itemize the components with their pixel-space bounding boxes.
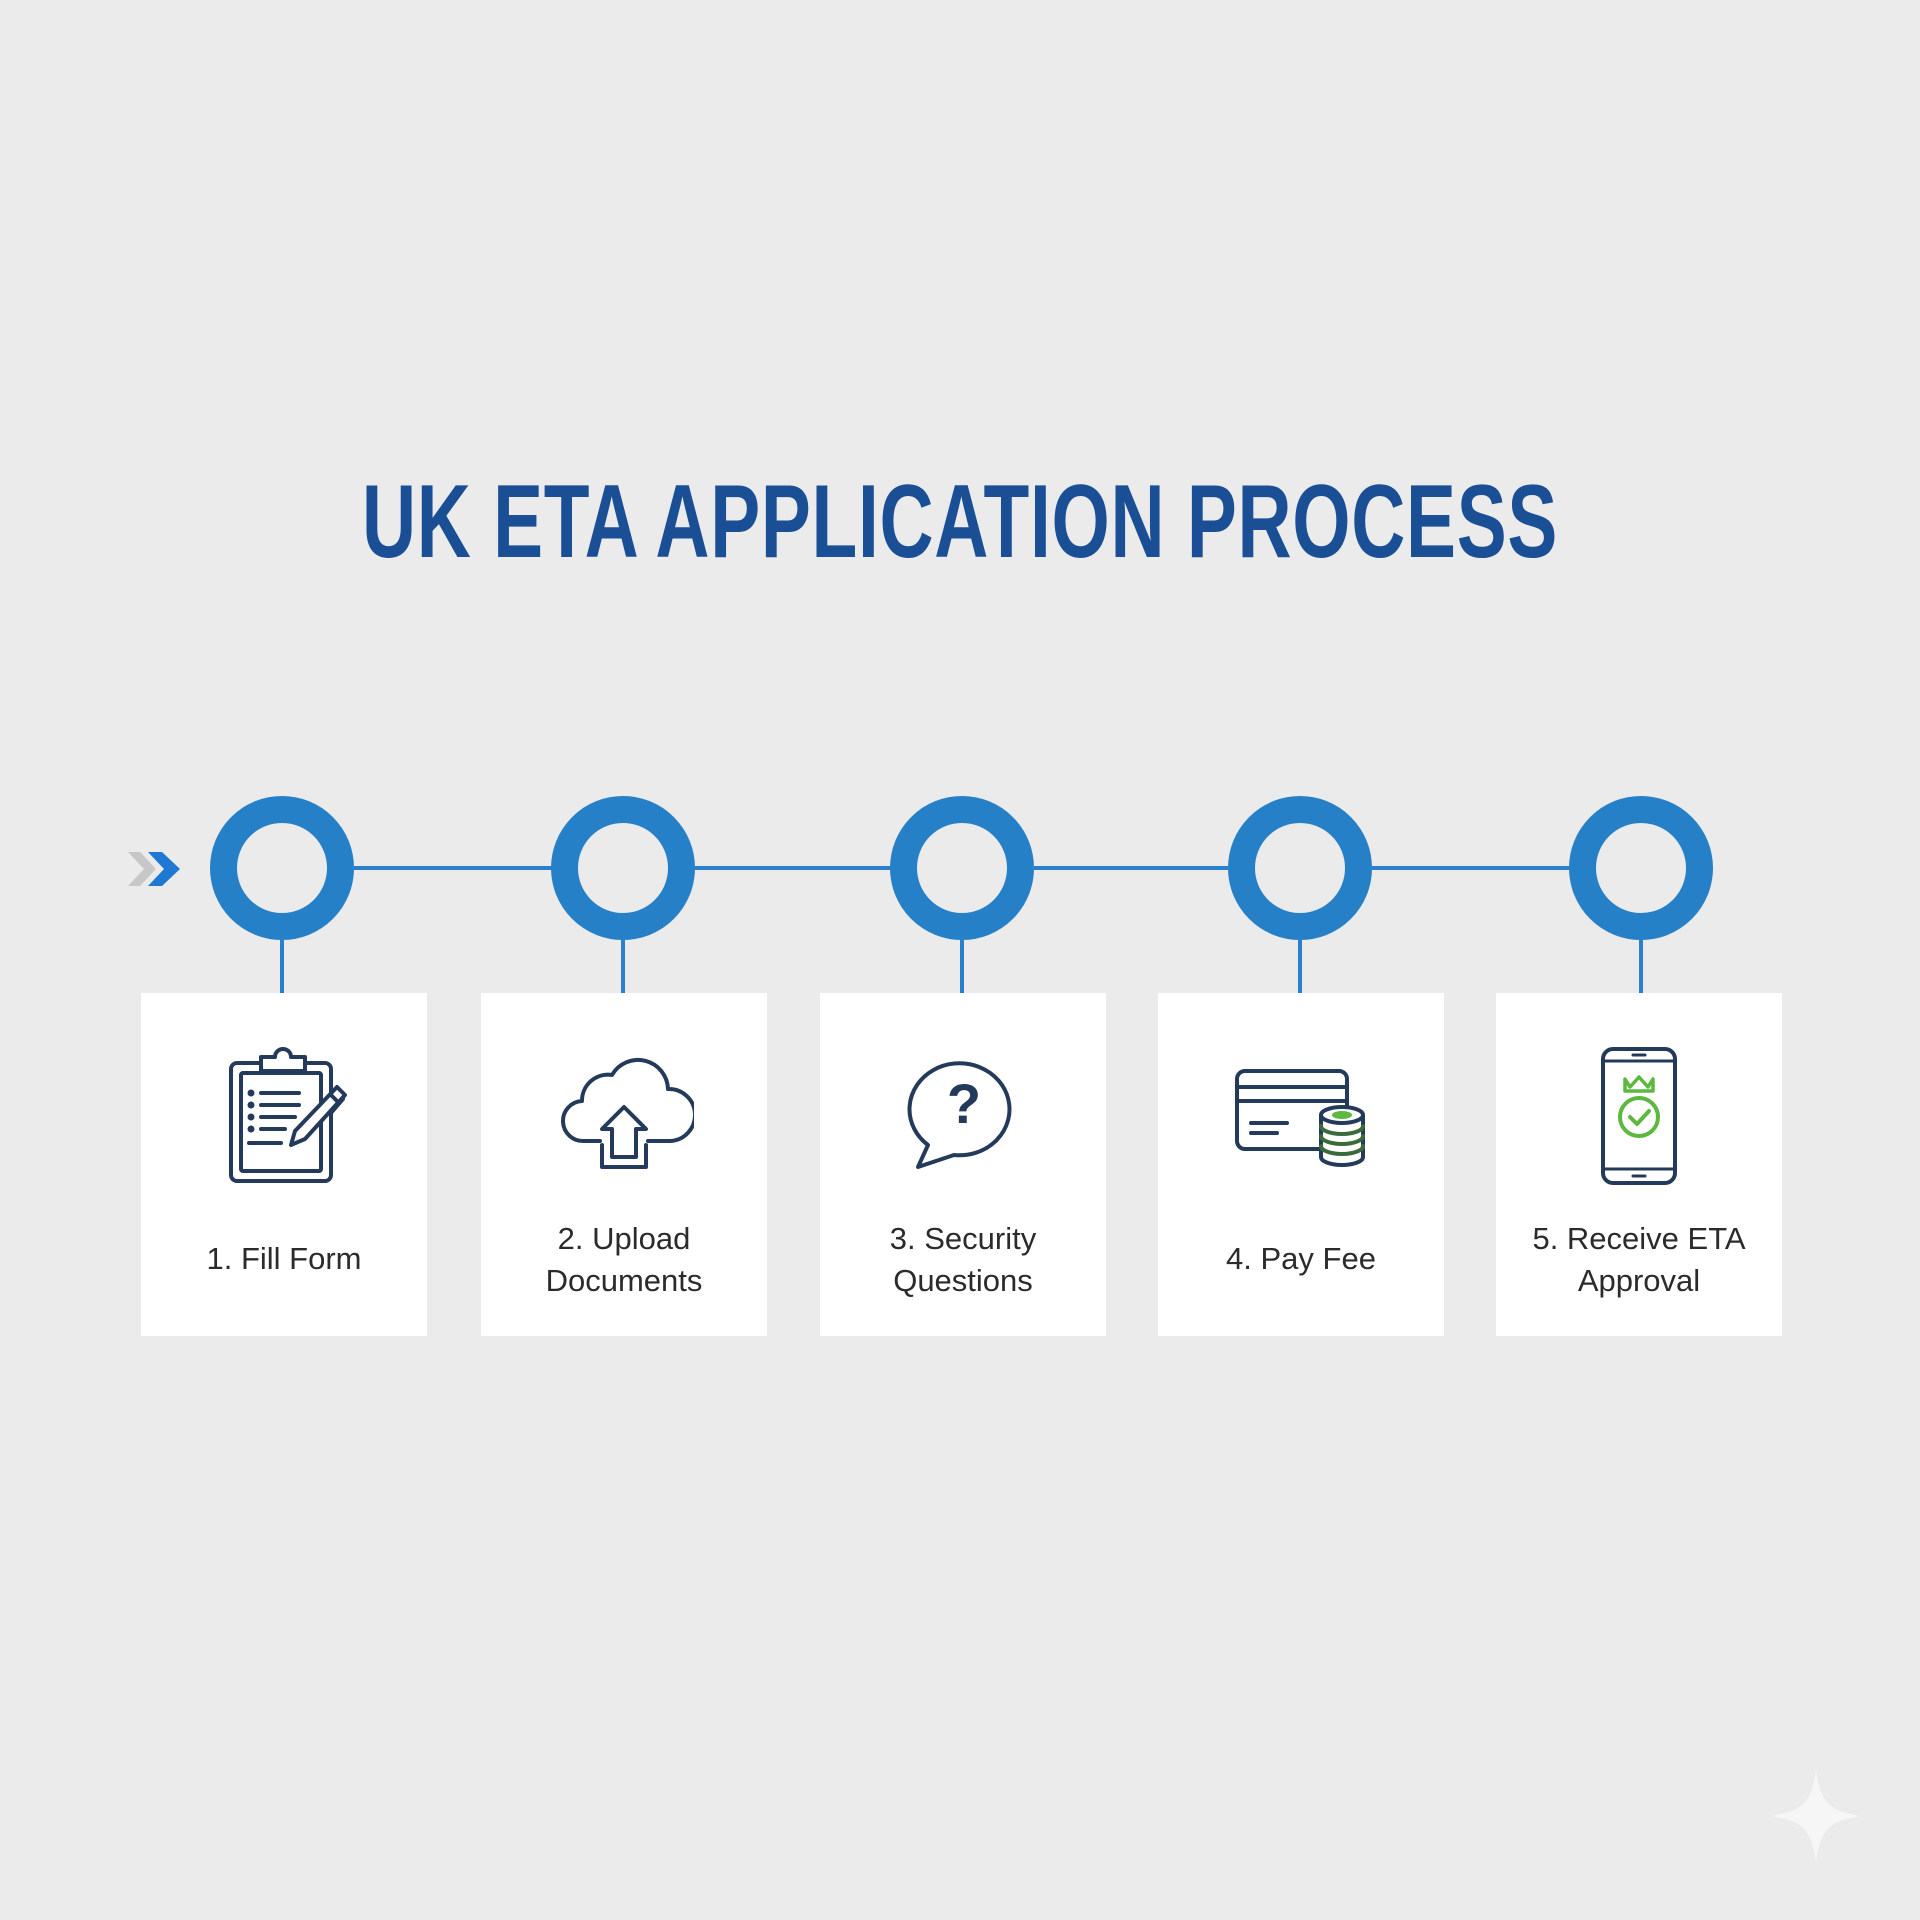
step-label: 5. Receive ETA Approval: [1496, 1218, 1782, 1302]
step-card-pay-fee: 4. Pay Fee: [1158, 993, 1444, 1336]
timeline-node-5: [1569, 796, 1713, 940]
node-card-connector: [960, 938, 964, 994]
timeline-node-4: [1228, 796, 1372, 940]
step-card-fill-form: 1. Fill Form: [141, 993, 427, 1336]
cloud-upload-icon: [560, 1057, 694, 1169]
step-card-upload-documents: 2. Upload Documents: [481, 993, 767, 1336]
step-label-line-1: 5. Receive ETA: [1532, 1221, 1746, 1256]
page-title: UK ETA APPLICATION PROCESS: [361, 464, 1559, 580]
step-card-security-questions: ? 3. Security Questions: [820, 993, 1106, 1336]
credit-card-coins-icon: [1235, 1069, 1365, 1167]
step-label-line-2: Questions: [893, 1263, 1033, 1298]
phone-approval-check-icon: [1601, 1047, 1677, 1185]
timeline-node-2: [551, 796, 695, 940]
timeline-connector: [1372, 866, 1569, 870]
step-label-line-2: Documents: [545, 1263, 703, 1298]
clipboard-pen-icon: [229, 1047, 347, 1183]
step-label: 1. Fill Form: [206, 1241, 362, 1276]
svg-text:?: ?: [947, 1072, 981, 1135]
step-label: 2. Upload Documents: [481, 1218, 767, 1302]
timeline-node-1: [210, 796, 354, 940]
step-label-line-2: Approval: [1577, 1263, 1701, 1298]
node-card-connector: [621, 938, 625, 994]
node-card-connector: [280, 938, 284, 994]
timeline-connector: [354, 866, 552, 870]
step-label-line-1: 2. Upload: [557, 1221, 691, 1256]
question-speech-bubble-icon: ?: [907, 1061, 1012, 1169]
step-card-receive-eta-approval: 5. Receive ETA Approval: [1496, 993, 1782, 1336]
node-card-connector: [1298, 938, 1302, 994]
timeline-node-3: [890, 796, 1034, 940]
step-label-line-1: 3. Security: [889, 1221, 1037, 1256]
timeline-connector: [1034, 866, 1228, 870]
step-label: 4. Pay Fee: [1226, 1241, 1376, 1276]
double-chevron-right-icon: [128, 852, 180, 886]
sparkle-icon: [1770, 1770, 1862, 1862]
step-label: 3. Security Questions: [820, 1218, 1106, 1302]
timeline-connector: [695, 866, 891, 870]
node-card-connector: [1639, 938, 1643, 994]
